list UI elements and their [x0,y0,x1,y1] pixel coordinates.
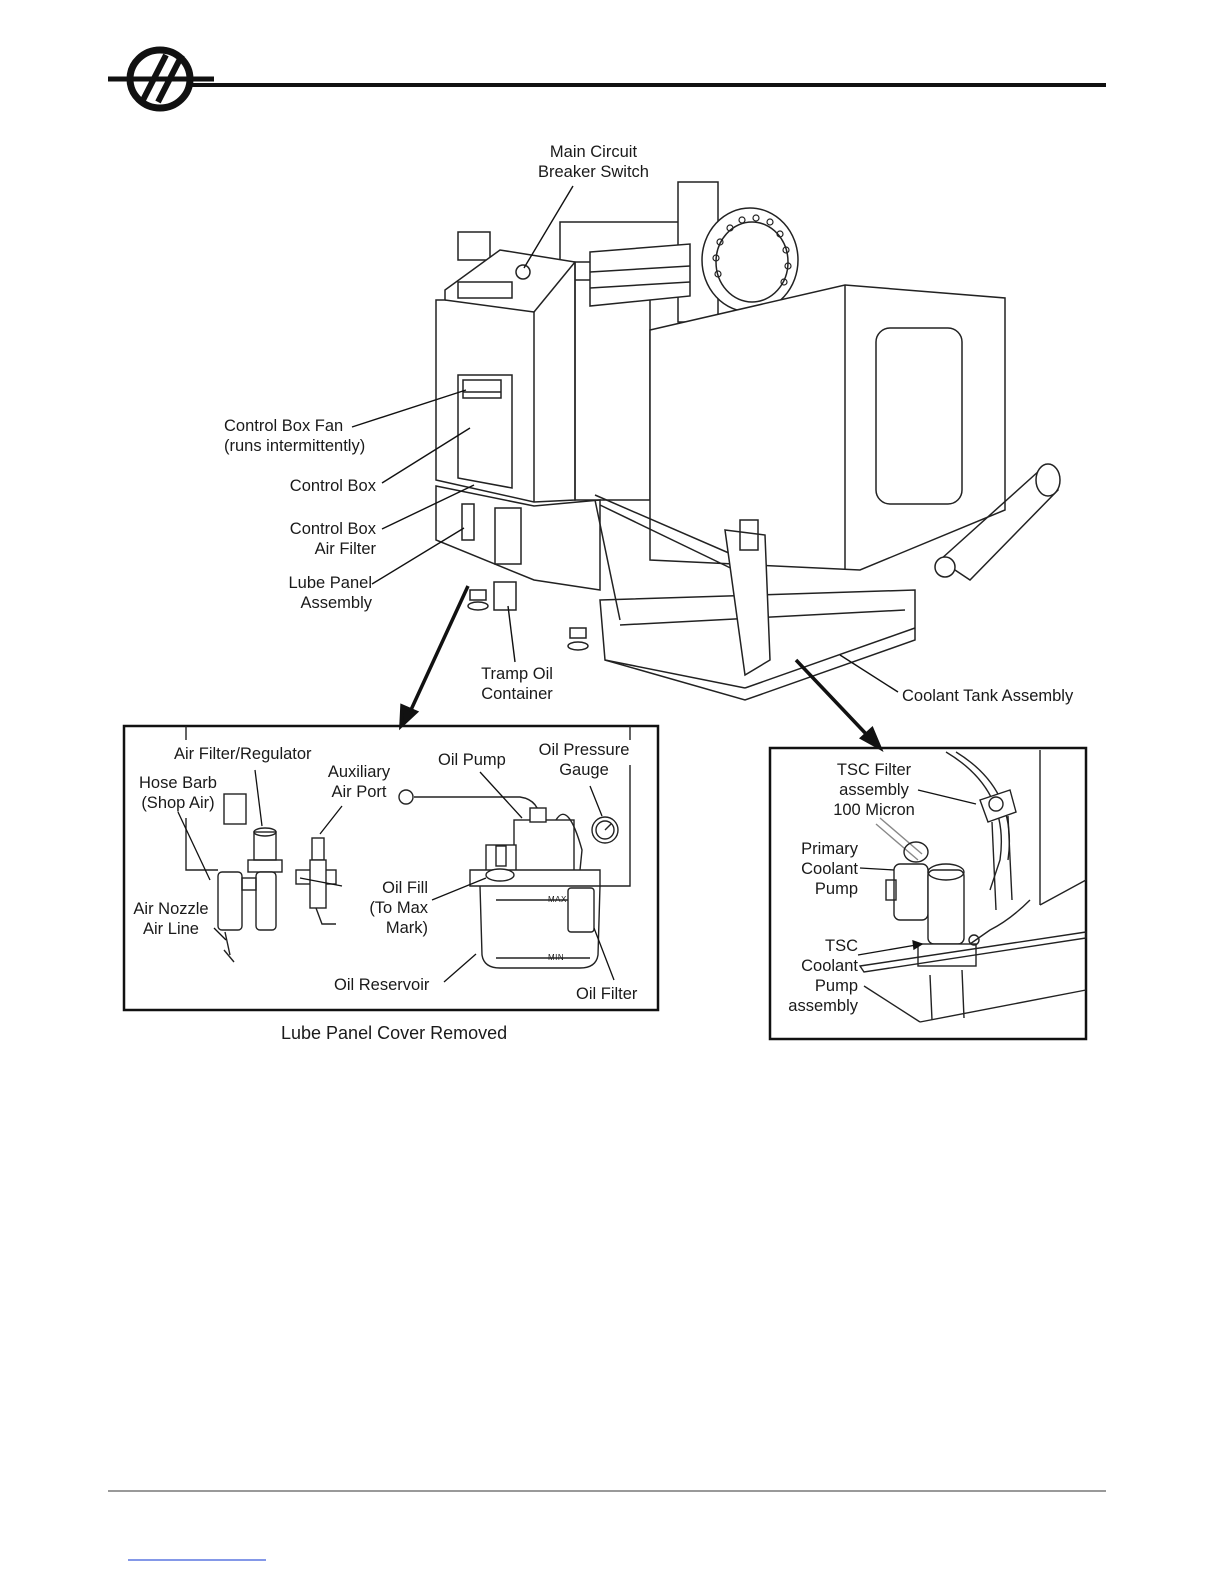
label-control-box-air-filter: Control Box Air Filter [289,520,376,558]
machine-illustration [435,181,1061,701]
lube-panel-caption: Lube Panel Cover Removed [281,1023,508,1043]
label-oil-fill: Oil Fill (To Max Mark) [369,879,428,937]
label-control-box: Control Box [289,477,376,495]
tsc-leader-lines [857,789,977,956]
tsc-artwork [858,750,1087,1023]
label-oil-reservoir: Oil Reservoir [334,976,430,994]
label-air-nozzle-air-line: Air Nozzle Air Line [133,900,209,938]
label-auxiliary-air-port: Auxiliary Air Port [327,763,391,801]
lube-panel-artwork [185,726,631,969]
label-oil-pressure-gauge: Oil Pressure Gauge [538,741,630,779]
label-tsc-coolant-pump-assembly: TSC Coolant Pump assembly [788,937,858,1015]
lube-panel-leader-lines [177,769,615,983]
label-oil-pump: Oil Pump [438,751,506,769]
label-oil-filter: Oil Filter [576,985,638,1003]
label-air-filter-regulator: Air Filter/Regulator [174,745,312,763]
haas-logo-icon [108,46,214,112]
label-coolant-tank-assembly: Coolant Tank Assembly [902,687,1074,705]
tsc-inset-frame [768,746,1088,1041]
reservoir-max-mark: MAX [548,895,567,904]
label-lube-panel-assembly: Lube Panel Assembly [288,574,373,612]
main-leader-lines [351,185,899,693]
label-tramp-oil-container: Tramp Oil Container [481,665,553,703]
label-hose-barb: Hose Barb (Shop Air) [139,774,217,812]
label-tsc-filter-assembly: TSC Filter assembly 100 Micron [833,761,915,819]
label-main-circuit-breaker: Main Circuit Breaker Switch [538,143,649,181]
reservoir-min-mark: MIN [548,953,565,962]
inset-arrows [399,585,884,752]
label-control-box-fan: Control Box Fan (runs intermittently) [224,417,366,455]
lube-panel-inset-frame [122,724,660,1012]
label-primary-coolant-pump: Primary Coolant Pump [801,840,858,898]
